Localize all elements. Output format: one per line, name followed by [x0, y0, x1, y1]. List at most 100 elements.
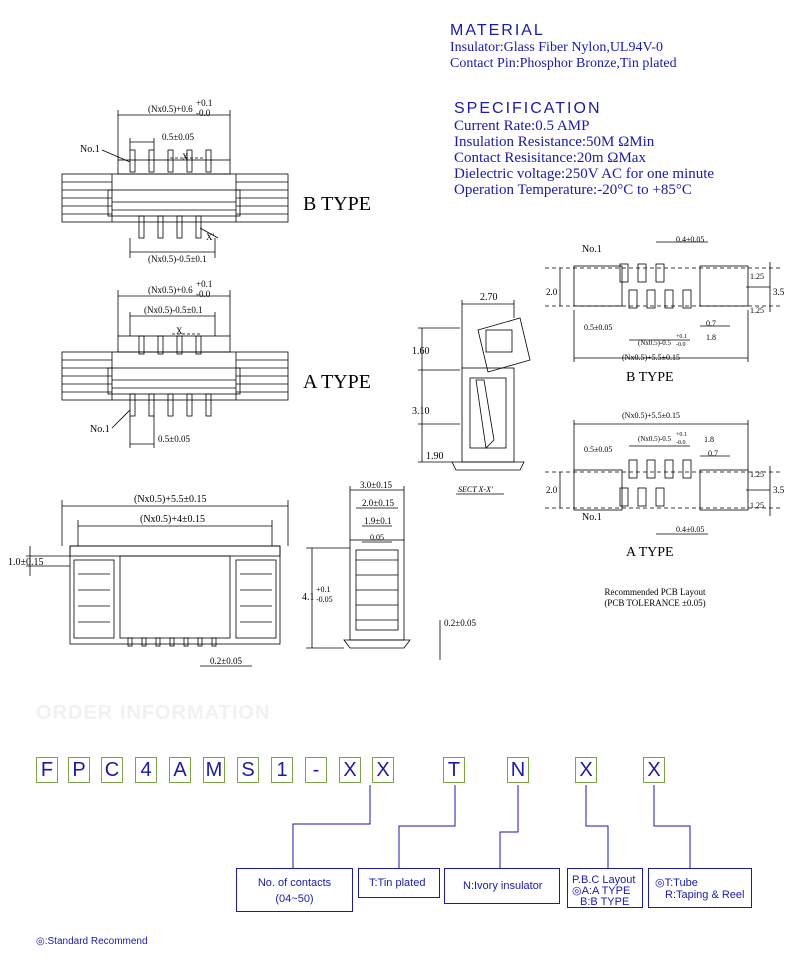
dim-b-tol-plus: +0.1: [196, 98, 212, 108]
section-label: SECT X-X': [458, 485, 493, 494]
pcb-b-dim-18: 1.8: [706, 333, 716, 342]
pcb-a-dim-55: (Nx0.5)+5.5±0.15: [622, 411, 680, 420]
pcb-a-tol-plus: +0.1: [676, 432, 687, 438]
pcb-a-type-label: A TYPE: [626, 545, 674, 560]
part-char-2: P: [68, 757, 90, 783]
part-char-4: 4: [135, 757, 157, 783]
dim-side-005: 0.05: [370, 533, 384, 542]
contacts-line-1: No. of contacts: [257, 877, 332, 889]
pcb-b-dim-20: 2.0: [546, 287, 558, 297]
section-view: [418, 300, 531, 495]
dim-side-19: 1.9±0.1: [364, 516, 391, 526]
part-char-7: S: [237, 757, 259, 783]
part-char-14: X: [575, 757, 597, 783]
tin-box: T:Tin plated: [358, 868, 440, 898]
b-x-marker: X: [182, 152, 189, 162]
part-char-6: M: [203, 757, 225, 783]
ivory-box: N:Ivory insulator: [444, 868, 560, 904]
dim-front-4: (Nx0.5)+4±0.15: [140, 514, 205, 525]
pcb-a-no1-label: No.1: [582, 512, 602, 523]
b-type-label: B TYPE: [303, 193, 371, 215]
part-char-11: X: [372, 757, 394, 783]
a-type-label: A TYPE: [303, 371, 371, 393]
material-insulator: Insulator:Glass Fiber Nylon,UL94V-0: [450, 40, 663, 55]
spec-insulation-resistance: Insulation Resistance:50M ΩMin: [454, 134, 655, 150]
packaging-line-2: R:Taping & Reel: [665, 889, 745, 901]
dim-front-02: 0.2±0.05: [210, 656, 242, 666]
pcb-b-type-label: B TYPE: [626, 370, 674, 385]
pcb-a-dim-04: 0.4±0.05: [676, 525, 704, 534]
dim-side-41: 4.1: [302, 592, 315, 603]
pcb-b-dim-55: (Nx0.5)+5.5±0.15: [622, 353, 680, 362]
a-x-marker: X: [176, 326, 183, 336]
dim-side-20: 2.0±0.15: [362, 498, 394, 508]
spec-current-rate: Current Rate:0.5 AMP: [454, 118, 590, 134]
pcb-b-tol-plus: +0.1: [676, 334, 687, 340]
order-connectors: [292, 785, 691, 868]
dim-b-pitch: 0.5±0.05: [162, 132, 194, 142]
front-view: [26, 500, 289, 667]
dim-section-160: 1.60: [412, 346, 430, 357]
part-char-9: -: [305, 757, 327, 783]
dim-a-width-top: (Nx0.5)+0.6: [148, 285, 193, 295]
dim-side-tol-plus: +0.1: [316, 585, 331, 594]
pcb-b-dim-35: 3.5: [773, 287, 785, 297]
standard-recommend-note: ◎:Standard Recommend: [36, 936, 148, 947]
pcb-a-dim-nx: (Nx0.5)-0.5: [638, 435, 672, 443]
part-char-13: N: [507, 757, 529, 783]
layout-line-3: B:B TYPE: [580, 896, 630, 908]
dim-side-02: 0.2±0.05: [444, 618, 476, 628]
part-char-1: F: [36, 757, 58, 783]
pcb-a-dim-125a: 1.25: [750, 470, 764, 479]
a-no1-label: No.1: [90, 424, 110, 435]
pcb-b-dim-04: 0.4±0.05: [676, 235, 704, 244]
layout-line-1: P.B.C Layout: [572, 874, 636, 886]
layout-line-2: ◎A:A TYPE: [572, 885, 631, 897]
pcb-b-type: [545, 241, 780, 362]
part-char-12: T: [443, 757, 465, 783]
dim-b-width-top: (Nx0.5)+0.6: [148, 104, 193, 114]
contacts-line-2: (04~50): [275, 893, 314, 905]
material-contact-pin: Contact Pin:Phosphor Bronze,Tin plated: [450, 56, 677, 71]
dim-section-190: 1.90: [426, 451, 444, 462]
b-xp-marker: X': [206, 232, 214, 242]
part-char-10: X: [339, 757, 361, 783]
packaging-line-1: ◎T:Tube: [655, 877, 698, 889]
part-char-3: C: [101, 757, 123, 783]
pcb-a-dim-125b: 1.25: [750, 501, 764, 510]
pcb-b-no1-label: No.1: [582, 244, 602, 255]
pcb-a-dim-07: 0.7: [708, 449, 718, 458]
pcb-tolerance-note: (PCB TOLERANCE ±0.05): [604, 598, 706, 608]
dim-side-tol-minus: -0.05: [316, 595, 333, 604]
dim-front-55: (Nx0.5)+5.5±0.15: [134, 494, 207, 505]
pcb-b-dim-pitch: 0.5±0.05: [584, 323, 612, 332]
pcb-b-dim-nx: (Nx0.5)-0.5: [638, 339, 672, 347]
pcb-a-dim-35: 3.5: [773, 485, 785, 495]
dim-side-30: 3.0±0.15: [360, 480, 392, 490]
order-information-heading: ORDER INFORMATION: [36, 702, 271, 724]
packaging-box: ◎T:Tube R:Taping & Reel: [648, 868, 752, 908]
dim-front-10: 1.0±0.15: [8, 557, 44, 568]
spec-contact-resistance: Contact Resisitance:20m ΩMax: [454, 150, 646, 166]
dim-section-310: 3.10: [412, 406, 430, 417]
specification-title: SPECIFICATION: [454, 100, 602, 117]
pcb-b-dim-125a: 1.25: [750, 272, 764, 281]
dim-b-width-bottom: (Nx0.5)-0.5±0.1: [148, 254, 207, 264]
spec-dielectric-voltage: Dielectric voltage:250V AC for one minut…: [454, 166, 715, 182]
part-char-8: 1: [271, 757, 293, 783]
dim-a-pitch: 0.5±0.05: [158, 434, 190, 444]
pcb-b-dim-07: 0.7: [706, 319, 716, 328]
pcb-a-dim-18: 1.8: [704, 435, 714, 444]
b-type-view: [61, 110, 289, 258]
pcb-b-dim-125b: 1.25: [750, 306, 764, 315]
a-type-view: [61, 290, 289, 448]
dim-a-tol-plus: +0.1: [196, 279, 212, 289]
part-char-5: A: [169, 757, 191, 783]
pcb-a-dim-20: 2.0: [546, 485, 558, 495]
layout-box: P.B.C Layout ◎A:A TYPE B:B TYPE: [567, 868, 643, 908]
side-view: [306, 486, 441, 660]
contacts-box: No. of contacts (04~50): [236, 868, 353, 912]
pcb-layout-note: Recommended PCB Layout: [604, 587, 706, 597]
pcb-a-type: [545, 420, 780, 535]
